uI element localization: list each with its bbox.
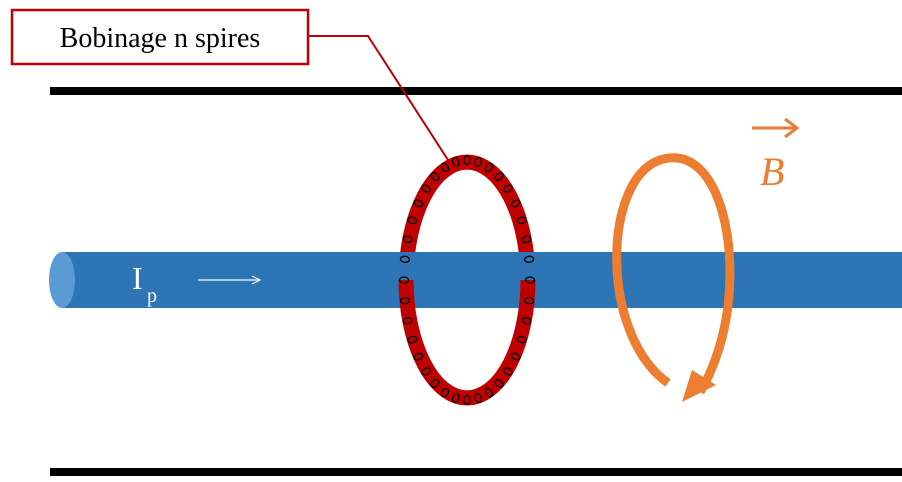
conductor <box>62 252 902 308</box>
label-leader-line <box>308 35 449 161</box>
coil-turn <box>399 297 411 305</box>
coil-turn <box>494 379 504 388</box>
coil-turn <box>484 162 494 173</box>
coil-turn <box>407 335 418 344</box>
coil-turn <box>430 172 440 181</box>
coil-turn <box>421 367 431 376</box>
coil-turn <box>474 393 483 404</box>
field-arrow-head <box>682 370 716 402</box>
coil-turn <box>474 156 483 167</box>
coil-turn <box>440 162 450 173</box>
coil-turn <box>503 184 513 193</box>
field-symbol: B <box>760 149 784 194</box>
label-box-text: Bobinage n spires <box>60 23 261 54</box>
coil-turn <box>494 172 504 181</box>
coil-turn <box>484 387 494 398</box>
coil-turn <box>402 235 413 244</box>
coil-turns <box>398 154 536 406</box>
current-arrow-head <box>251 275 262 285</box>
coil-turn <box>503 367 513 376</box>
current-symbol: I <box>132 260 143 296</box>
label-box <box>10 8 310 66</box>
field-loop-arrow <box>612 153 735 395</box>
coil-turn <box>523 297 535 305</box>
current-subscript: p <box>147 285 157 307</box>
coil-turn <box>398 276 410 284</box>
coil-turn <box>407 216 418 225</box>
coil-turn <box>463 154 471 166</box>
coil-turn <box>440 387 450 398</box>
coil-turn <box>451 393 460 404</box>
coil-turn <box>413 352 424 361</box>
coil-turn <box>521 235 532 244</box>
coil-turn <box>430 379 440 388</box>
conductor-end <box>49 252 75 308</box>
coil-turn <box>510 199 521 208</box>
coil-turn <box>463 394 471 406</box>
coil-turn <box>510 352 521 361</box>
coil-turn <box>399 255 411 263</box>
field-vector-arrow-head <box>784 117 800 139</box>
coil-back <box>398 154 536 281</box>
coil-turn <box>516 335 527 344</box>
coil-turn <box>451 156 460 167</box>
coil-turn <box>516 216 527 225</box>
coil-turn <box>521 316 532 325</box>
coil-front <box>398 279 536 406</box>
coil-turn <box>413 199 424 208</box>
coil-turn <box>402 316 413 325</box>
coil-turn <box>524 276 536 284</box>
coil-turn <box>523 255 535 263</box>
coil-turn <box>421 184 431 193</box>
